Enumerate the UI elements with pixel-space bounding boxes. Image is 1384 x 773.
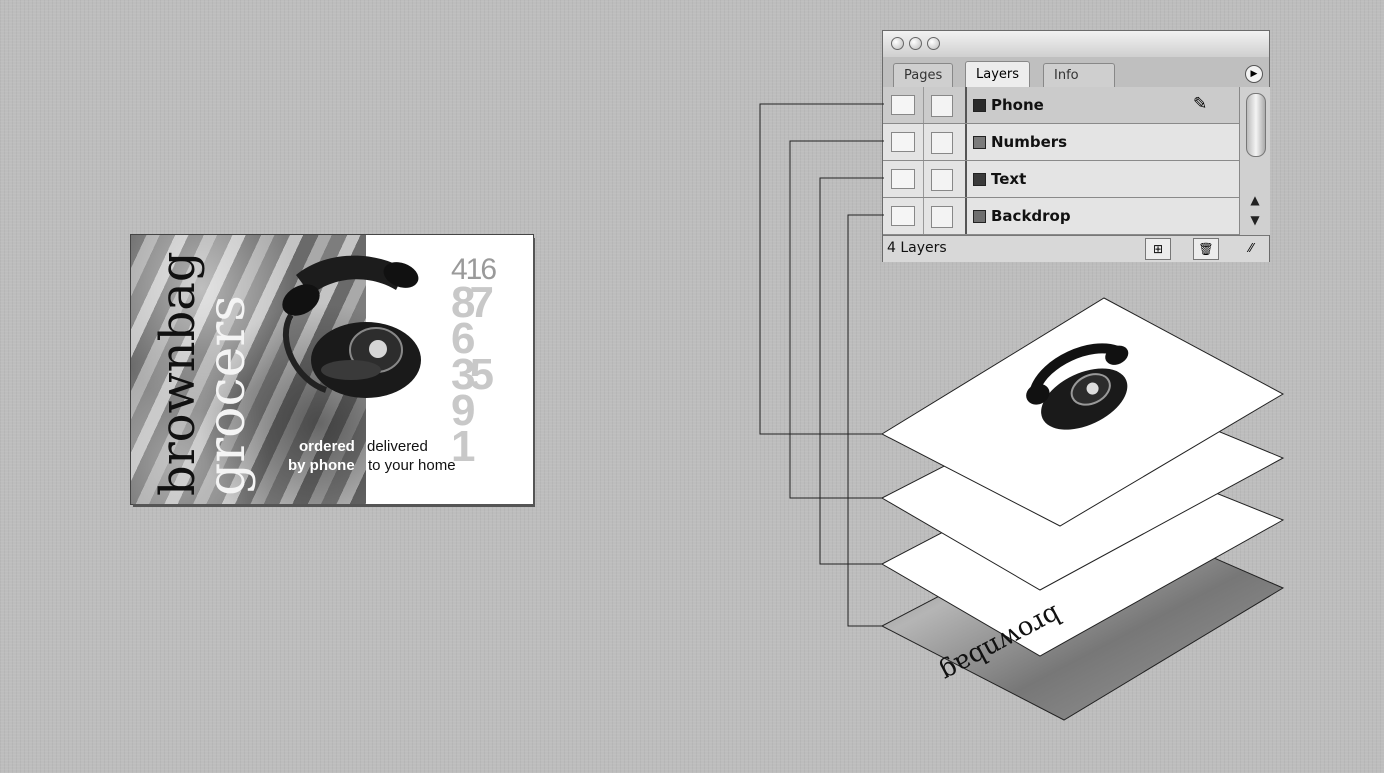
- visibility-toggle[interactable]: [883, 161, 924, 197]
- tagline-to-home: to your home: [368, 457, 456, 474]
- tab-layers[interactable]: Layers: [965, 61, 1030, 88]
- visibility-toggle[interactable]: [883, 124, 924, 160]
- layer-name: Text: [991, 170, 1026, 188]
- tab-info[interactable]: Info: [1043, 63, 1115, 87]
- scroll-up-icon[interactable]: ▲: [1244, 193, 1266, 211]
- pen-icon: ✎: [1193, 94, 1207, 114]
- tagline-delivered: delivered: [367, 438, 428, 455]
- lock-toggle[interactable]: [923, 87, 967, 123]
- panel-statusbar: 4 Layers ⊞ 🗑 ⁄⁄: [883, 235, 1269, 262]
- new-layer-button[interactable]: ⊞: [1145, 238, 1171, 260]
- tagline-by-phone: by phone: [288, 457, 355, 474]
- layer-name: Numbers: [991, 133, 1067, 151]
- tab-pages[interactable]: Pages: [893, 63, 953, 87]
- layer-count: 4 Layers: [887, 240, 947, 256]
- resize-grip-icon[interactable]: ⁄⁄: [1239, 238, 1263, 258]
- number-stack-4: 1: [451, 429, 531, 465]
- postcard-preview: brownbag grocers ordered delivered by ph…: [131, 235, 533, 504]
- lock-toggle[interactable]: [923, 124, 967, 160]
- lock-icon: [931, 132, 953, 154]
- eye-icon: [891, 206, 915, 226]
- brand-wordmark: brownbag grocers: [149, 236, 279, 496]
- layers-panel: Pages Layers Info ▶ Phone ✎ Numbers Text…: [882, 30, 1270, 262]
- visibility-toggle[interactable]: [883, 87, 924, 123]
- close-icon[interactable]: [891, 37, 904, 50]
- panel-tabs: Pages Layers Info ▶: [883, 57, 1269, 88]
- layer-name: Phone: [991, 96, 1044, 114]
- brand-line-2: grocers: [197, 295, 257, 496]
- layer-color-swatch: [973, 136, 986, 149]
- layer-color-swatch: [973, 173, 986, 186]
- layer-row-backdrop[interactable]: Backdrop: [883, 198, 1239, 235]
- visibility-toggle[interactable]: [883, 198, 924, 234]
- panel-titlebar[interactable]: [883, 31, 1269, 57]
- minimize-icon[interactable]: [909, 37, 922, 50]
- rotary-phone-image: [266, 250, 436, 420]
- lock-icon: [931, 206, 953, 228]
- eye-icon: [891, 169, 915, 189]
- layer-name: Backdrop: [991, 207, 1071, 225]
- layers-scrollbar[interactable]: ▲ ▼: [1239, 87, 1270, 235]
- zoom-icon[interactable]: [927, 37, 940, 50]
- lock-icon: [931, 169, 953, 191]
- lock-toggle[interactable]: [923, 161, 967, 197]
- number-column: 416 87 6 35 9 1: [451, 255, 531, 465]
- layer-color-swatch: [973, 210, 986, 223]
- layer-row-phone[interactable]: Phone ✎: [883, 87, 1239, 124]
- trash-icon[interactable]: 🗑: [1193, 238, 1219, 260]
- eye-icon: [891, 132, 915, 152]
- layer-color-swatch: [973, 99, 986, 112]
- lock-toggle[interactable]: [923, 198, 967, 234]
- layer-row-text[interactable]: Text: [883, 161, 1239, 198]
- tagline-ordered: ordered: [299, 438, 355, 455]
- scroll-down-icon[interactable]: ▼: [1244, 213, 1266, 231]
- lock-icon: [931, 95, 953, 117]
- layer-row-numbers[interactable]: Numbers: [883, 124, 1239, 161]
- eye-icon: [891, 95, 915, 115]
- panel-menu-button[interactable]: ▶: [1245, 65, 1263, 83]
- scroll-thumb[interactable]: [1246, 93, 1266, 157]
